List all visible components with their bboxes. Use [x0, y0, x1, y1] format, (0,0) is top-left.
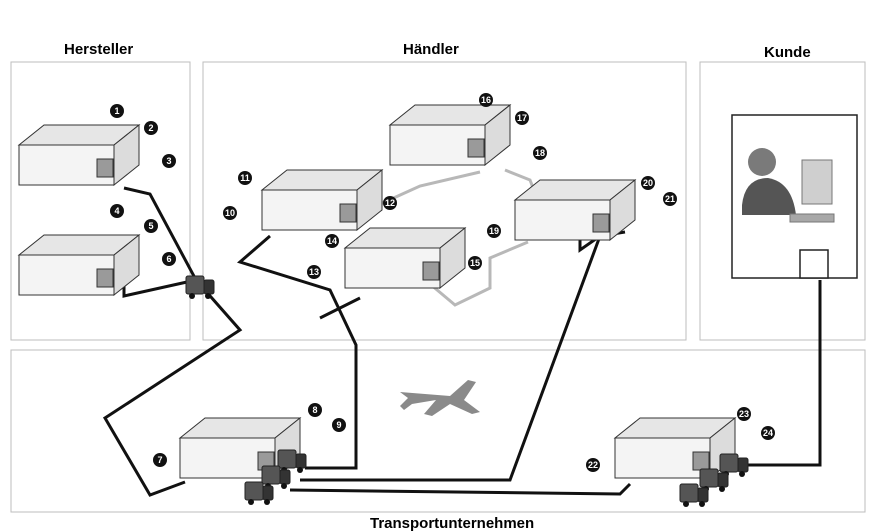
number-marker-label: 14	[327, 236, 337, 246]
number-marker-label: 15	[470, 258, 480, 268]
transport-label: Transportunternehmen	[370, 515, 534, 532]
number-marker-label: 16	[481, 95, 491, 105]
airplane-icon	[400, 380, 480, 416]
number-marker-label: 18	[535, 148, 545, 158]
warehouse-icon	[515, 180, 635, 240]
warehouse-icon	[262, 170, 382, 230]
number-marker-label: 4	[114, 206, 119, 216]
kunde-label: Kunde	[764, 44, 811, 61]
number-marker-label: 5	[148, 221, 153, 231]
hersteller-panel	[11, 62, 190, 340]
number-marker-label: 2	[148, 123, 153, 133]
number-marker-label: 11	[240, 173, 250, 183]
number-marker-label: 8	[312, 405, 317, 415]
number-marker-label: 1	[114, 106, 119, 116]
number-marker-label: 17	[517, 113, 527, 123]
number-marker-label: 24	[763, 428, 773, 438]
warehouse-icon	[19, 235, 139, 295]
number-marker-label: 23	[739, 409, 749, 419]
number-marker-label: 20	[643, 178, 653, 188]
warehouse-icon	[390, 105, 510, 165]
transport-panel	[11, 350, 865, 512]
number-marker-label: 9	[336, 420, 341, 430]
person-at-computer-icon	[732, 115, 857, 278]
haendler-label: Händler	[403, 41, 459, 58]
number-marker-label: 19	[489, 226, 499, 236]
number-marker-label: 13	[309, 267, 319, 277]
warehouse-icon	[19, 125, 139, 185]
warehouse-icon	[345, 228, 465, 288]
number-marker-label: 3	[166, 156, 171, 166]
truck-icon	[186, 276, 214, 299]
number-marker-label: 10	[225, 208, 235, 218]
number-marker-label: 12	[385, 198, 395, 208]
hersteller-label: Hersteller	[64, 41, 133, 58]
number-marker-label: 21	[665, 194, 675, 204]
number-marker-label: 7	[157, 455, 162, 465]
number-marker-label: 6	[166, 254, 171, 264]
number-marker-label: 22	[588, 460, 598, 470]
